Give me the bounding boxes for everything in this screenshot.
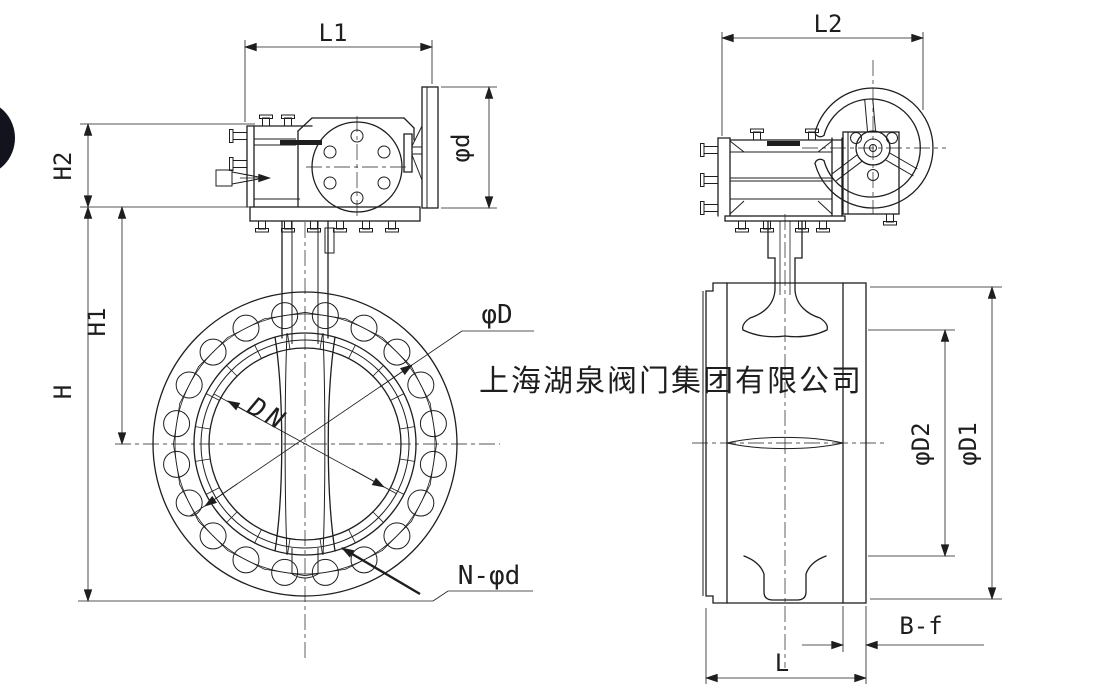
dim-label-phi-d-boltcircle: φD	[481, 300, 512, 330]
side-view: L2 φD2 φD1 B-f L	[692, 10, 1002, 684]
dim-label-b-f: B-f	[899, 612, 942, 640]
bolt-holes	[163, 302, 447, 586]
front-view: L1 φd H2 H H1 DN	[49, 19, 534, 662]
gear-cover	[306, 116, 408, 218]
valve-body-side	[702, 282, 867, 604]
dim-label-n-phi-d: N-φd	[458, 561, 521, 591]
dimension-dn: DN	[213, 391, 398, 495]
handwheel-edge	[421, 86, 439, 209]
dimension-b-f: B-f	[802, 606, 984, 684]
dim-label-l1: L1	[319, 19, 348, 47]
dim-label-h2: H2	[49, 152, 77, 181]
dimension-phi-d2: φD2	[868, 328, 955, 558]
handwheel	[802, 60, 946, 214]
dimension-h1: H1	[83, 205, 127, 446]
dimension-phi-d-boltcircle: φD	[189, 300, 534, 517]
dimension-l1: L1	[243, 19, 434, 122]
dimension-h: H	[49, 205, 433, 603]
dimension-phi-d-handwheel: φd	[441, 85, 497, 210]
worm-shaft-dark-band	[280, 140, 322, 145]
gearbox-front	[215, 114, 423, 218]
mounting-plate	[249, 206, 421, 233]
disc-edge-side	[726, 436, 844, 444]
dimension-l2: L2	[720, 10, 925, 136]
bottom-boss	[743, 555, 827, 601]
disc-edge	[274, 332, 336, 579]
dim-label-h: H	[49, 385, 77, 399]
grease-fitting	[215, 169, 272, 187]
worm-housing	[842, 131, 900, 215]
dark-band	[767, 141, 800, 146]
gearbox-side	[700, 128, 900, 233]
dim-label-l2: L2	[814, 10, 843, 38]
dim-label-phi-d-handwheel: φd	[447, 134, 475, 163]
dimension-phi-d1: φD1	[870, 285, 1002, 601]
punch-hole-artifact	[0, 107, 15, 169]
dim-label-phi-d2: φD2	[907, 422, 935, 465]
leader-n-phi-d: N-φd	[341, 546, 533, 602]
dimension-h2: H2	[49, 122, 255, 209]
dim-label-phi-d1: φD1	[954, 422, 982, 465]
valve-neck	[281, 220, 335, 344]
dim-label-l: L	[775, 649, 789, 677]
dimension-l: L	[704, 608, 868, 684]
company-watermark: 上海湖泉阀门集团有限公司	[479, 364, 863, 399]
dim-label-h1: H1	[83, 308, 111, 337]
